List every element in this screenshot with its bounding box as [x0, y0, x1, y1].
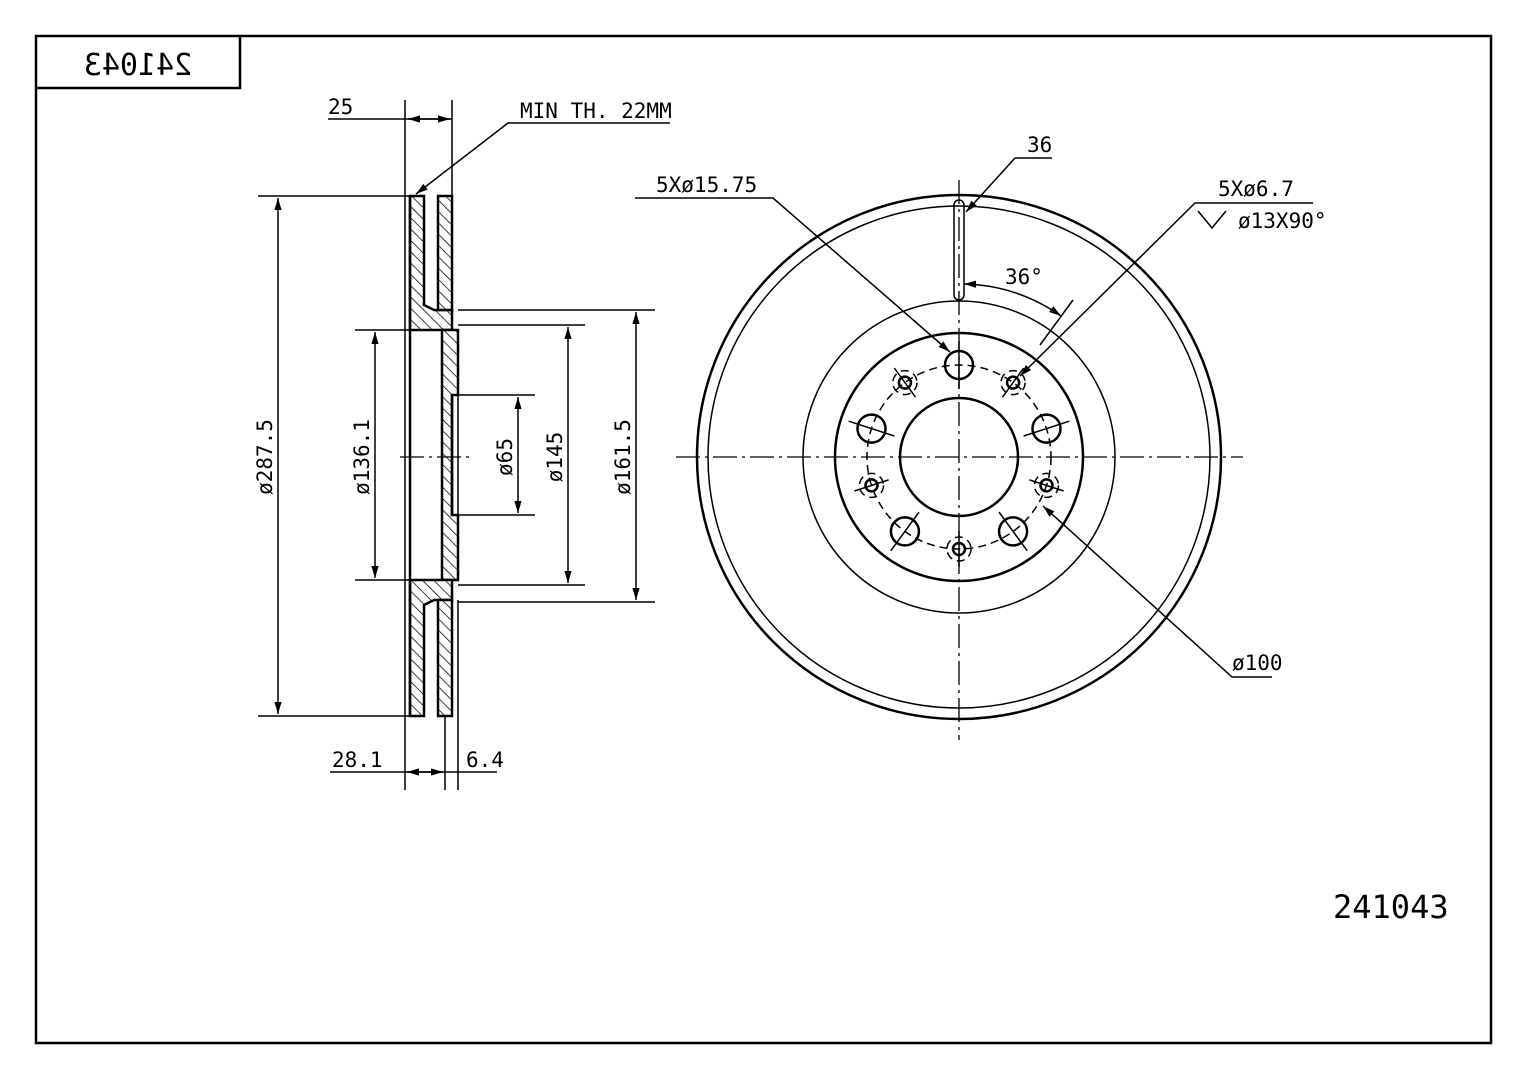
bolt-hole	[889, 516, 921, 547]
dim-angle: 36°	[1005, 265, 1043, 289]
hole-centerline	[998, 511, 1028, 552]
pcd-label: ø100	[1232, 651, 1283, 675]
dim-outer-diameter: ø287.5	[253, 419, 277, 495]
dim-145: ø145	[543, 432, 567, 483]
countersink-label: ø13X90°	[1238, 209, 1327, 233]
front-view: 36° 36 5Xø15.75 5Xø6.7 ø13X90° ø100	[635, 133, 1327, 740]
bolt-hole	[856, 413, 887, 444]
bolt-holes-label: 5Xø15.75	[656, 173, 757, 197]
dim-161: ø161.5	[611, 419, 635, 495]
title-block: 241043	[36, 36, 242, 90]
countersink-circle	[1033, 472, 1060, 499]
countersink-icon	[1197, 210, 1227, 230]
hole-centerline	[1023, 420, 1070, 437]
hole-centerline	[854, 479, 889, 492]
dim-65: ø65	[493, 438, 517, 476]
dim-slot-width: 36	[1027, 133, 1052, 157]
drawing-frame	[34, 34, 1493, 1045]
hole-centerline	[890, 511, 920, 552]
hole-centerline	[848, 420, 895, 437]
small-holes-label: 5Xø6.7	[1218, 177, 1294, 201]
dim-136: ø136.1	[350, 419, 374, 495]
small-hole	[897, 375, 913, 390]
dim-thickness: 25	[328, 95, 353, 119]
dim-hub-thickness: 6.4	[466, 748, 504, 772]
hole-centerline	[1029, 479, 1064, 492]
min-thickness-note: MIN TH. 22MM	[520, 99, 672, 123]
countersink-circle	[1000, 369, 1026, 396]
countersink-circle	[858, 472, 885, 499]
dim-height: 28.1	[332, 748, 383, 772]
hole-centerline	[1001, 367, 1025, 398]
small-hole	[864, 478, 879, 493]
small-hole	[1005, 375, 1021, 390]
side-view: ø287.5 ø136.1 ø65 ø145 ø161.5 25 MIN TH.…	[253, 95, 672, 790]
part-number: 241043	[1333, 888, 1449, 926]
small-hole	[1039, 478, 1054, 493]
mirrored-part-number: 241043	[84, 48, 192, 83]
bolt-hole	[997, 516, 1029, 547]
countersink-circle	[892, 369, 918, 396]
bolt-hole	[1031, 413, 1062, 444]
hole-centerline	[893, 367, 917, 398]
